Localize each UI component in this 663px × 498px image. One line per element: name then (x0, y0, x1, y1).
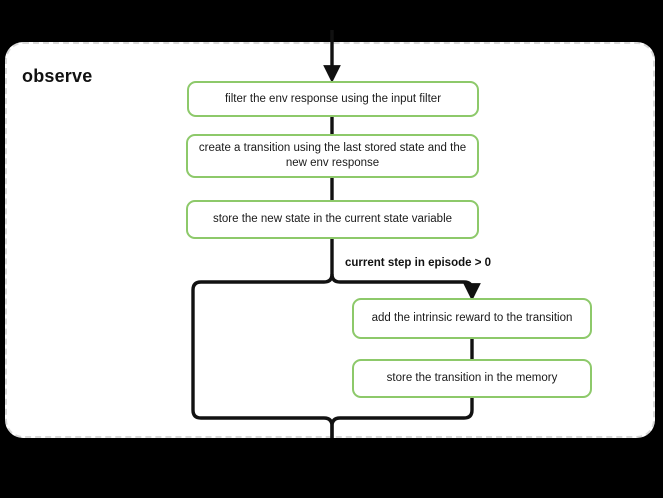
node-filter-env-response[interactable]: filter the env response using the input … (187, 81, 479, 117)
node-store-transition-memory[interactable]: store the transition in the memory (352, 359, 592, 398)
node-create-transition[interactable]: create a transition using the last store… (186, 134, 479, 178)
branch-condition-label: current step in episode > 0 (345, 257, 492, 269)
node-add-intrinsic-reward[interactable]: add the intrinsic reward to the transiti… (352, 298, 592, 339)
group-title: observe (22, 66, 93, 86)
node-store-new-state[interactable]: store the new state in the current state… (186, 200, 479, 239)
